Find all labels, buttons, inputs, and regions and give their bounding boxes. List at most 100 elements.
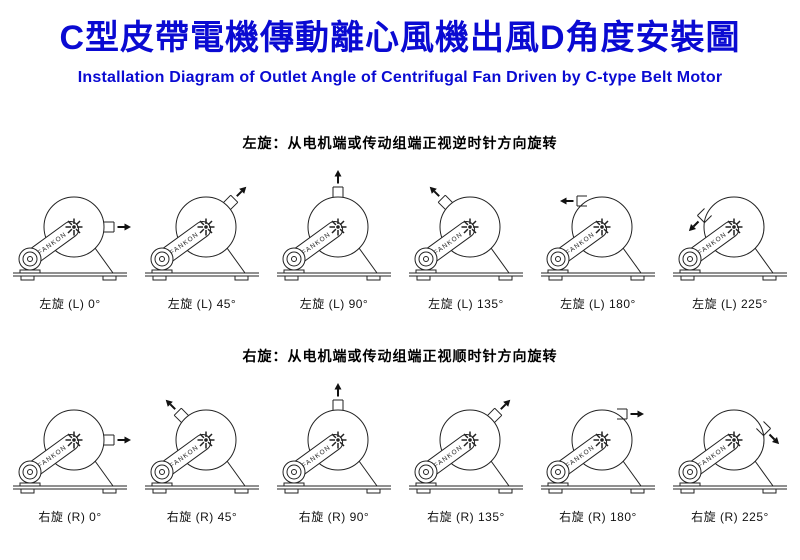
- motor-shaft: [159, 256, 165, 262]
- motor-base: [679, 482, 701, 487]
- impeller-icon: [725, 218, 743, 236]
- motor-ring: [22, 464, 38, 480]
- fan-housing: [439, 196, 501, 258]
- motor-ring: [154, 464, 170, 480]
- fan-foot-left: [680, 488, 695, 494]
- impeller-hub: [732, 438, 736, 442]
- motor: [282, 460, 306, 484]
- impeller-icon: [329, 431, 347, 449]
- motor: [678, 247, 702, 271]
- fan-diagram: FANKON: [13, 409, 131, 494]
- angle-label: 左旋 (L) 90°: [299, 297, 369, 311]
- fan-foot-left: [680, 275, 695, 281]
- outlet-arrow-head: [124, 436, 131, 444]
- impeller-hub: [336, 225, 340, 229]
- impeller-icon: [329, 218, 347, 236]
- fan-diagram: FANKON: [541, 408, 655, 494]
- page-subtitle: Installation Diagram of Outlet Angle of …: [77, 69, 723, 86]
- motor-ring: [550, 464, 566, 480]
- fan-foot-right: [762, 275, 777, 281]
- fan-diagram: FANKON: [145, 186, 259, 281]
- volute-line: [622, 460, 642, 487]
- motor: [546, 460, 570, 484]
- angle-label: 左旋 (L) 135°: [428, 297, 504, 311]
- motor: [546, 247, 570, 271]
- installation-diagram-page: C型皮帶電機傳動離心風機出風D角度安裝圖 Installation Diagra…: [0, 10, 800, 560]
- motor-shaft: [423, 256, 429, 262]
- volute-line: [490, 460, 510, 487]
- motor-base: [547, 269, 569, 274]
- fan-diagram: FANKON: [13, 196, 131, 281]
- impeller-hub: [732, 225, 736, 229]
- fan-housing: [439, 409, 501, 471]
- impeller-icon: [593, 431, 611, 449]
- motor-base: [283, 269, 305, 274]
- fan-cell: FANKON 左旋 (L) 90°: [270, 165, 398, 312]
- impeller-hub: [204, 225, 208, 229]
- motor-shaft: [555, 469, 561, 475]
- outlet-arrow-head: [688, 224, 696, 232]
- impeller-icon: [65, 218, 83, 236]
- fan-foot-left: [284, 488, 299, 494]
- motor-shaft: [555, 256, 561, 262]
- outlet-duct: [104, 434, 115, 446]
- motor-ring: [418, 251, 434, 267]
- fan-diagram: FANKON: [541, 195, 655, 281]
- outlet-duct: [487, 407, 503, 423]
- motor: [414, 247, 438, 271]
- motor-shaft: [687, 469, 693, 475]
- section-header-right-rotation: 右旋：从电机端或传动组端正视顺时针方向旋转: [242, 348, 558, 364]
- impeller-hub: [204, 438, 208, 442]
- outlet-arrow: [236, 190, 243, 197]
- impeller-icon: [197, 431, 215, 449]
- motor-shaft: [159, 469, 165, 475]
- motor-shaft: [27, 256, 33, 262]
- fan-cell: FANKON 左旋 (L) 45°: [138, 165, 266, 312]
- page-title: C型皮帶電機傳動離心風機出風D角度安裝圖: [59, 19, 741, 57]
- outlet-duct: [437, 194, 453, 210]
- fan-foot-left: [416, 275, 431, 281]
- fan-foot-right: [498, 275, 513, 281]
- volute-line: [622, 247, 642, 274]
- outlet-arrow: [433, 190, 440, 197]
- motor-ring: [418, 464, 434, 480]
- motor-ring: [682, 251, 698, 267]
- fan-foot-left: [20, 275, 35, 281]
- fan-foot-right: [366, 488, 381, 494]
- motor-ring: [682, 464, 698, 480]
- motor: [18, 247, 42, 271]
- fan-diagram: FANKON: [277, 383, 391, 494]
- volute-line: [754, 460, 774, 487]
- angle-label: 右旋 (R) 90°: [298, 510, 370, 524]
- fan-housing: [43, 409, 105, 471]
- impeller-hub: [468, 438, 472, 442]
- motor-ring: [550, 251, 566, 267]
- fan-housing: [307, 409, 369, 471]
- fan-foot-right: [102, 488, 117, 494]
- outlet-duct: [697, 208, 712, 223]
- outlet-arrow-head: [637, 410, 644, 418]
- impeller-icon: [593, 218, 611, 236]
- volute-line: [358, 247, 378, 274]
- fan-diagram: FANKON: [277, 170, 391, 281]
- outlet-duct: [332, 399, 344, 410]
- motor-base: [415, 482, 437, 487]
- angle-label: 左旋 (L) 45°: [167, 297, 237, 311]
- impeller-hub: [72, 438, 76, 442]
- fan-foot-right: [630, 488, 645, 494]
- motor-shaft: [423, 469, 429, 475]
- outlet-arrow-head: [429, 186, 437, 194]
- outlet-arrow-head: [334, 383, 342, 390]
- fan-foot-right: [762, 488, 777, 494]
- motor-shaft: [291, 469, 297, 475]
- outlet-duct: [332, 186, 344, 197]
- fan-housing: [571, 409, 633, 471]
- section-header-left-rotation: 左旋：从电机端或传动组端正视逆时针方向旋转: [242, 135, 558, 151]
- fan-housing: [571, 196, 633, 258]
- impeller-hub: [72, 225, 76, 229]
- motor-shaft: [291, 256, 297, 262]
- volute-line: [94, 247, 114, 274]
